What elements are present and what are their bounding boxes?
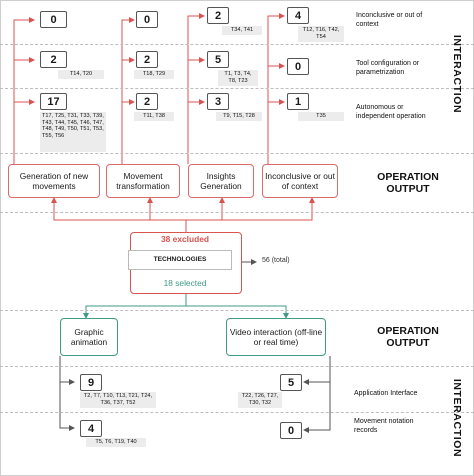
count-cell: 0 bbox=[280, 422, 302, 439]
operation-output-box: Insights Generation bbox=[188, 164, 254, 198]
count-cell: 3 bbox=[207, 93, 229, 110]
category-label: Autonomous or independent operation bbox=[356, 104, 426, 120]
category-label: Movement notation records bbox=[354, 418, 414, 434]
count-cell: 5 bbox=[280, 374, 302, 391]
technology-list: T1, T3, T4, T8, T23 bbox=[218, 70, 258, 86]
count-cell: 1 bbox=[287, 93, 309, 110]
category-label: Application Interface bbox=[354, 390, 418, 397]
operation-output-box: Video interaction (off-line or real time… bbox=[226, 318, 326, 356]
technology-list: T34, T41 bbox=[222, 26, 262, 35]
separator-line bbox=[0, 310, 474, 311]
technology-list: T18, T29 bbox=[134, 70, 174, 79]
interaction-side-label: INTERACTION bbox=[451, 34, 463, 114]
technology-list: T11, T38 bbox=[134, 112, 174, 121]
operation-output-box: Inconclusive or out of context bbox=[262, 164, 338, 198]
technology-list: T9, T15, T28 bbox=[216, 112, 262, 121]
technology-list: T14, T20 bbox=[58, 70, 104, 79]
count-cell: 0 bbox=[40, 11, 67, 28]
count-cell: 2 bbox=[136, 93, 158, 110]
technology-list: T5, T6, T19, T40 bbox=[86, 438, 146, 447]
count-cell: 5 bbox=[207, 51, 229, 68]
technology-list: T2, T7, T10, T13, T21, T24, T36, T37, T5… bbox=[80, 392, 156, 408]
selected-count: 18 selected bbox=[163, 278, 207, 288]
operation-output-box: Generation of new movements bbox=[8, 164, 100, 198]
separator-line bbox=[0, 412, 474, 413]
count-cell: 2 bbox=[207, 7, 229, 24]
category-label: Tool configuration or parametrization bbox=[356, 60, 420, 76]
count-cell: 2 bbox=[136, 51, 158, 68]
operation-output-label: OPERATION OUTPUT bbox=[377, 171, 439, 195]
operation-output-box: Graphic animation bbox=[60, 318, 118, 356]
count-cell: 9 bbox=[80, 374, 102, 391]
technology-list: T12, T16, T42, T54 bbox=[298, 26, 344, 42]
count-cell: 17 bbox=[40, 93, 67, 110]
category-label: Inconclusive or out of context bbox=[356, 12, 423, 28]
separator-line bbox=[0, 153, 474, 154]
count-cell: 4 bbox=[80, 420, 102, 437]
interaction-side-label: INTERACTION bbox=[451, 378, 463, 458]
excluded-count: 38 excluded bbox=[161, 234, 209, 244]
technology-list: T17, T25, T31, T33, T39, T43, T44, T45, … bbox=[40, 112, 106, 152]
operation-output-label: OPERATION OUTPUT bbox=[377, 325, 439, 349]
count-cell: 4 bbox=[287, 7, 309, 24]
count-cell: 0 bbox=[287, 58, 309, 75]
technology-list: T35 bbox=[298, 112, 344, 121]
operation-output-box: Movement transformation bbox=[106, 164, 180, 198]
separator-line bbox=[0, 88, 474, 89]
count-cell: 2 bbox=[40, 51, 67, 68]
separator-line bbox=[0, 44, 474, 45]
technology-list: T22, T26, T27, T30, T32 bbox=[238, 392, 282, 408]
separator-line bbox=[0, 212, 474, 213]
separator-line bbox=[0, 366, 474, 367]
count-cell: 0 bbox=[136, 11, 158, 28]
total-count: 56 (total) bbox=[262, 257, 290, 264]
technologies-label: TECHNOLOGIES bbox=[128, 250, 232, 270]
